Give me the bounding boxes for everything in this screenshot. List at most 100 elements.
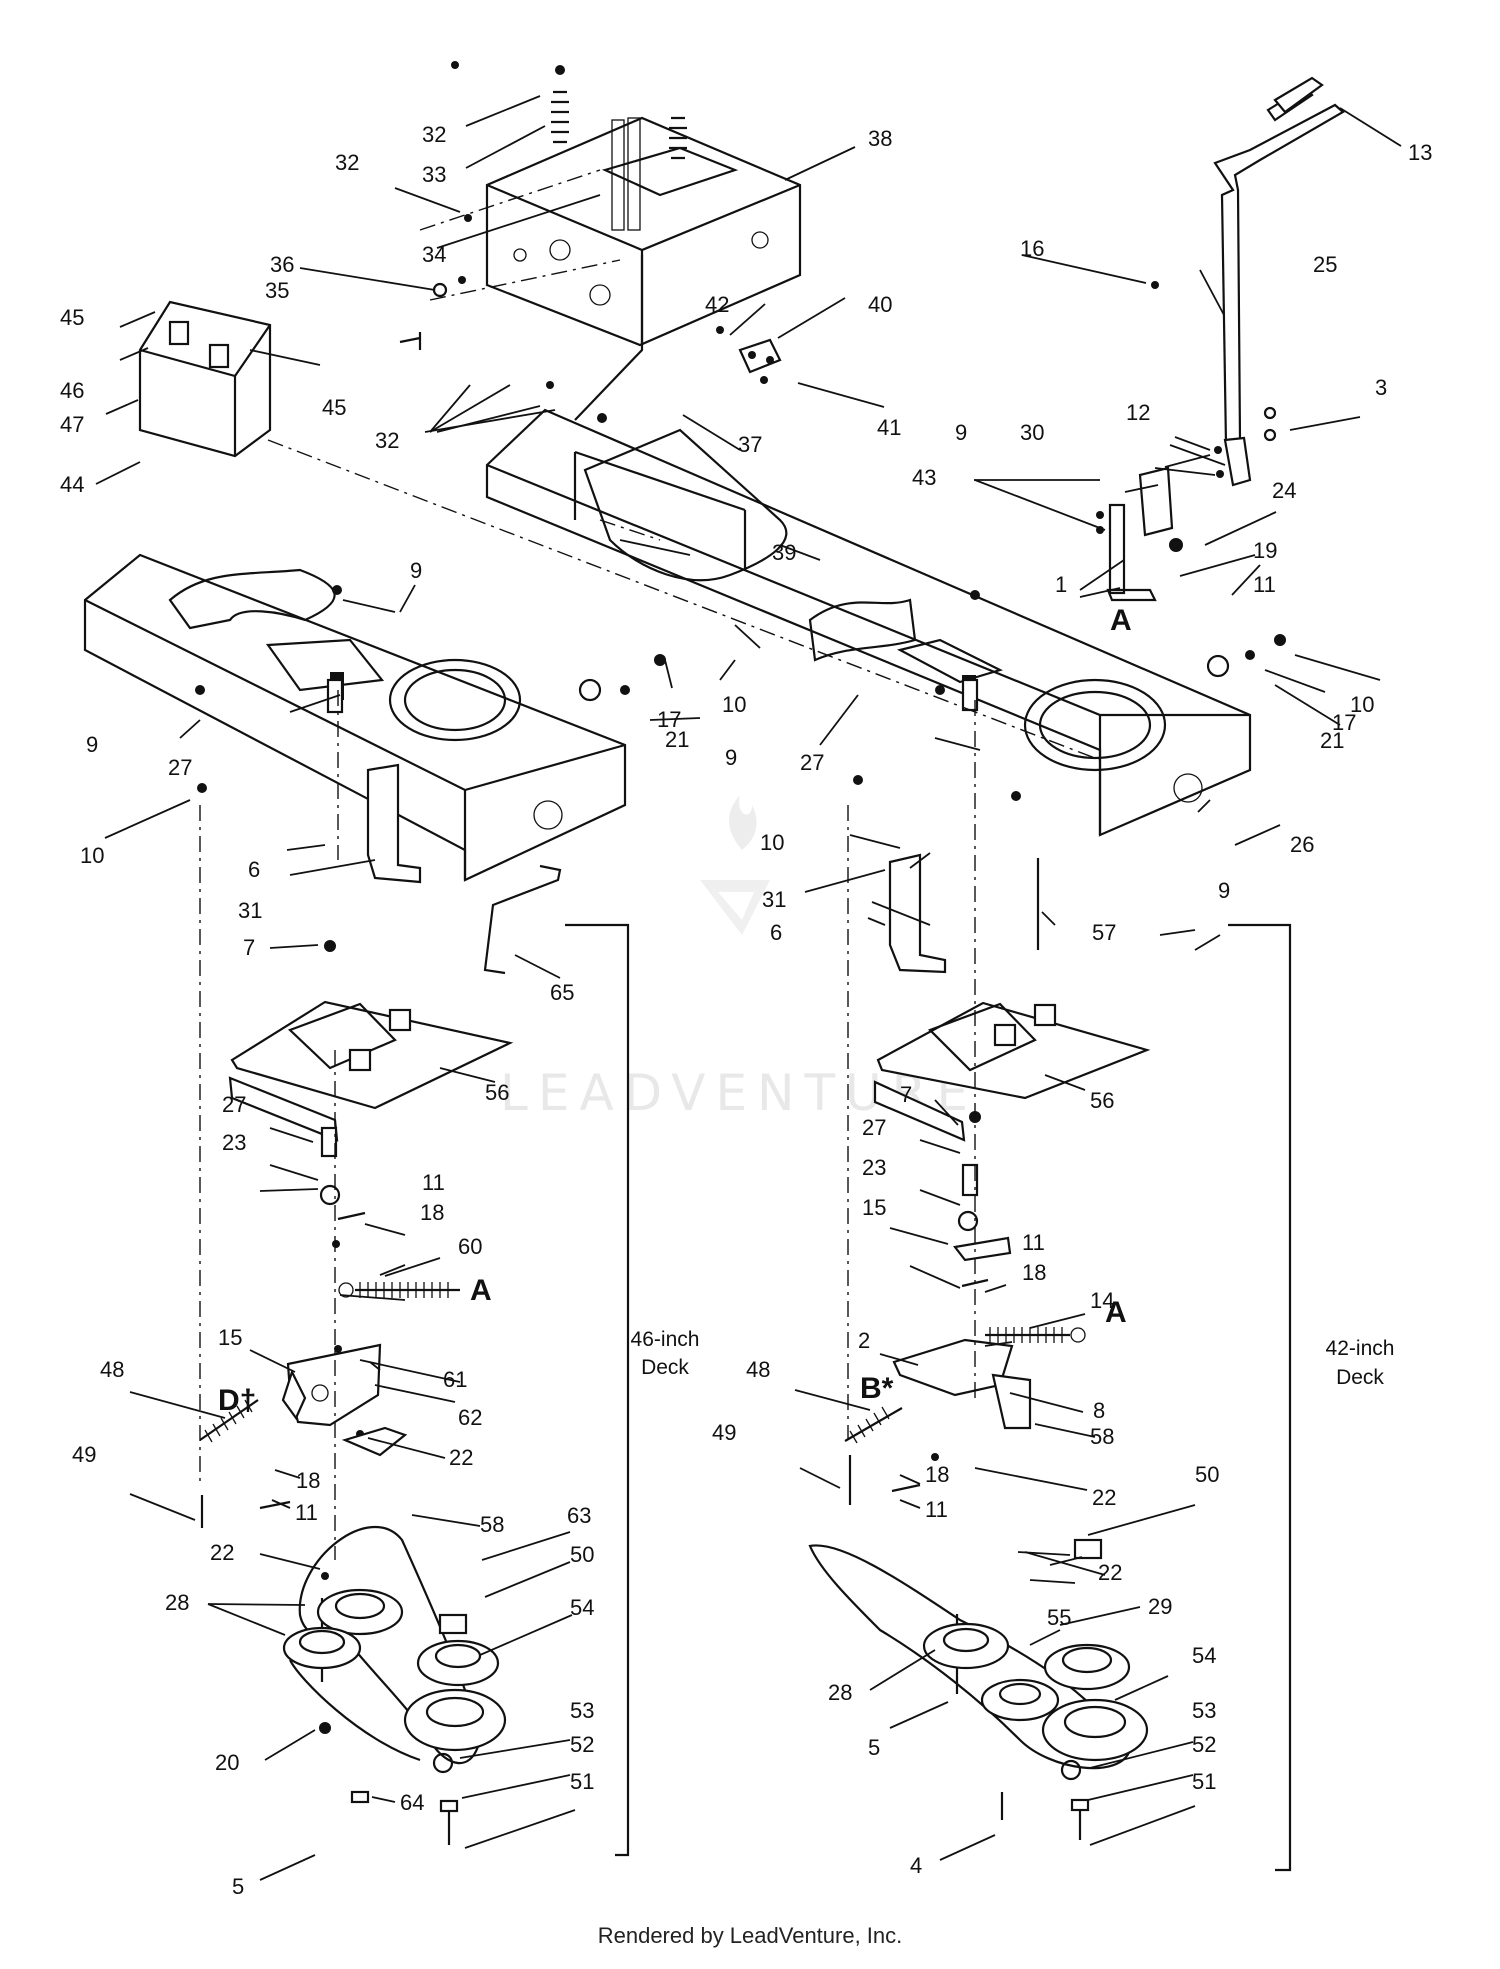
- pulley-28-left: [282, 1588, 404, 1670]
- callout-46: 46: [60, 378, 84, 403]
- callout-41: 41: [877, 415, 901, 440]
- callout-19: 19: [1253, 538, 1277, 563]
- idler-arm-2: [892, 1338, 1032, 1430]
- spring-33: [551, 65, 687, 160]
- callout-26: 26: [1290, 832, 1314, 857]
- callout-52: 52: [570, 1732, 594, 1757]
- callout-5: 5: [868, 1735, 880, 1760]
- callout-11: 11: [1253, 572, 1276, 597]
- callout-9: 9: [410, 558, 422, 583]
- callout-3: 3: [1375, 375, 1387, 400]
- callout-65: 65: [550, 980, 574, 1005]
- idler-arm-62: [281, 1343, 382, 1427]
- deck-plate-56-right: [873, 1001, 1151, 1142]
- callout-39: 39: [772, 540, 796, 565]
- callout-58: 58: [1090, 1424, 1114, 1449]
- callout-27: 27: [222, 1092, 246, 1117]
- callout-7: 7: [900, 1082, 912, 1107]
- callout-48: 48: [100, 1357, 124, 1382]
- bracket-40: [738, 338, 782, 374]
- callout-45: 45: [60, 305, 84, 330]
- bracket-15-right: [953, 1236, 1012, 1262]
- callout-31: 31: [762, 887, 786, 912]
- callout-22: 22: [210, 1540, 234, 1565]
- callout-11: 11: [1022, 1230, 1045, 1255]
- callout-labels: 32 33 32 38 13 34 36 35 42 40 16 25 45 4…: [60, 122, 1432, 1899]
- callout-22: 22: [1098, 1560, 1122, 1585]
- callout-18: 18: [420, 1200, 444, 1225]
- callout-23: 23: [862, 1155, 886, 1180]
- callout-32: 32: [375, 428, 399, 453]
- callout-62: 62: [458, 1405, 482, 1430]
- pulley-29: [980, 1678, 1060, 1722]
- callout-9: 9: [955, 420, 967, 445]
- callout-51: 51: [1192, 1769, 1216, 1794]
- callout-31: 31: [238, 898, 262, 923]
- rod-65: [483, 864, 562, 975]
- callout-12: 12: [1126, 400, 1150, 425]
- deck-bracket-46: [565, 923, 630, 1857]
- callout-27: 27: [862, 1115, 886, 1140]
- callout-15: 15: [862, 1195, 886, 1220]
- callout-51: 51: [570, 1769, 594, 1794]
- callout-50: 50: [1195, 1462, 1219, 1487]
- callout-17: 17: [1332, 710, 1356, 735]
- callout-53: 53: [570, 1698, 594, 1723]
- callout-57: 57: [1092, 920, 1116, 945]
- knob-13: [1273, 76, 1324, 114]
- callout-18: 18: [925, 1462, 949, 1487]
- callout-42: 42: [705, 292, 729, 317]
- battery-tower: [485, 116, 802, 421]
- callout-4: 4: [910, 1853, 922, 1878]
- callout-6: 6: [248, 857, 260, 882]
- callout-10: 10: [722, 692, 746, 717]
- detail-letter-a: A: [1110, 604, 1132, 637]
- callout-52: 52: [1192, 1732, 1216, 1757]
- bracket-31-right: [888, 853, 947, 974]
- callout-27: 27: [168, 755, 192, 780]
- deck-plate-56-left: [228, 1000, 514, 1142]
- deck-label-42-deck: Deck: [1336, 1366, 1384, 1389]
- callout-22: 22: [449, 1445, 473, 1470]
- callout-16: 16: [1020, 236, 1044, 261]
- callout-13: 13: [1408, 140, 1432, 165]
- callout-40: 40: [868, 292, 892, 317]
- callout-32: 32: [335, 150, 359, 175]
- callout-49: 49: [712, 1420, 736, 1445]
- callout-27: 27: [800, 750, 824, 775]
- detail-mark-b: B*: [860, 1372, 894, 1405]
- callout-54: 54: [1192, 1643, 1216, 1668]
- callout-17: 17: [657, 707, 681, 732]
- callout-24: 24: [1272, 478, 1296, 503]
- callout-25: 25: [1313, 252, 1337, 277]
- spring-14: [985, 1327, 1086, 1343]
- callout-11: 11: [422, 1170, 445, 1195]
- callout-60: 60: [458, 1234, 482, 1259]
- callout-32: 32: [422, 122, 446, 147]
- callout-23: 23: [222, 1130, 246, 1155]
- detail-letter-a: A: [1105, 1296, 1127, 1329]
- callout-14: 14: [1090, 1288, 1114, 1313]
- callout-28: 28: [165, 1590, 189, 1615]
- callout-9: 9: [1218, 878, 1230, 903]
- watermark-flame-icon: [728, 795, 757, 850]
- callout-11: 11: [295, 1500, 318, 1525]
- callout-30: 30: [1020, 420, 1044, 445]
- battery-44: [138, 300, 272, 458]
- callout-15: 15: [218, 1325, 242, 1350]
- callout-58: 58: [480, 1512, 504, 1537]
- detail-mark-d: D†: [218, 1384, 256, 1417]
- hood-rail-39: [573, 428, 788, 582]
- deck-bracket-42: [1228, 923, 1292, 1872]
- callout-47: 47: [60, 412, 84, 437]
- callout-49: 49: [72, 1442, 96, 1467]
- shift-lever-25: [1213, 85, 1345, 487]
- callout-36: 36: [270, 252, 294, 277]
- callout-10: 10: [80, 843, 104, 868]
- watermark-v-icon: [700, 880, 770, 935]
- bracket-58-left: [341, 1426, 408, 1457]
- callout-21: 21: [665, 727, 689, 752]
- callout-61: 61: [443, 1367, 467, 1392]
- callout-29: 29: [1148, 1594, 1172, 1619]
